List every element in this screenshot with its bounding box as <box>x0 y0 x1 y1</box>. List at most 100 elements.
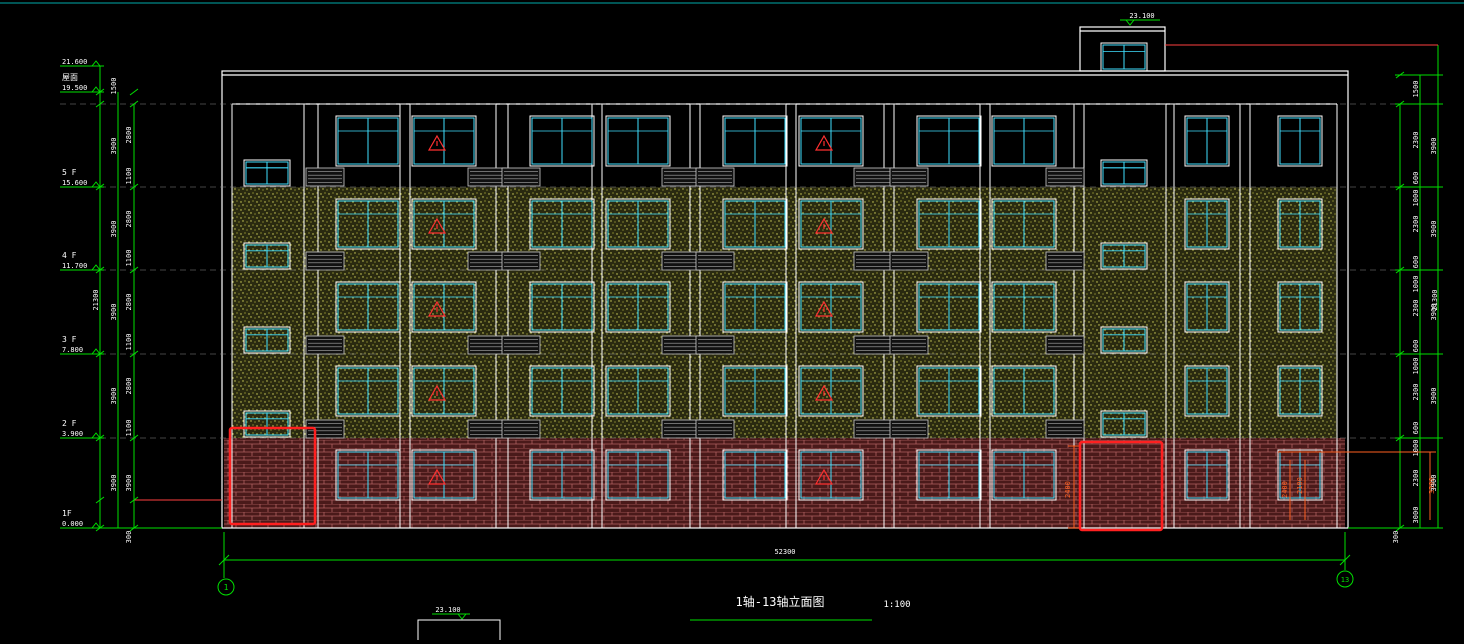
window-frame <box>605 198 671 250</box>
window-frame <box>411 449 477 501</box>
window <box>798 365 864 417</box>
left-tick-mark <box>129 266 139 274</box>
window <box>243 159 291 187</box>
ac-box <box>305 167 345 187</box>
window <box>991 198 1057 250</box>
window <box>991 449 1057 501</box>
window <box>411 449 477 501</box>
window <box>1277 198 1323 250</box>
ac-unit <box>467 335 507 355</box>
ac-unit <box>695 419 735 439</box>
ac-box <box>853 167 893 187</box>
ac-box <box>661 167 701 187</box>
right-inner-dim: 1000 <box>1412 190 1420 207</box>
roof-top-level: 23.100 <box>1129 12 1154 20</box>
ac-units <box>305 167 1085 439</box>
ac-box <box>889 251 929 271</box>
right-inner-dim: 2300 <box>1412 384 1420 401</box>
level-lines <box>60 103 1440 439</box>
window-frame <box>243 242 291 270</box>
warning-triangle <box>814 384 834 401</box>
level-elevation: 21.600 <box>62 58 87 66</box>
ac-box <box>305 335 345 355</box>
right-tick-mark <box>1395 524 1405 532</box>
level-elevation: 0.000 <box>62 520 83 528</box>
window-frame <box>916 365 982 417</box>
right-inner-dim: 600 <box>1412 172 1420 185</box>
ac-box <box>467 167 507 187</box>
ac-unit <box>889 167 929 187</box>
window <box>916 281 982 333</box>
window-frame <box>1277 449 1323 501</box>
warning-triangle <box>814 217 834 234</box>
ac-unit <box>501 251 541 271</box>
axis-bubble-right[interactable] <box>1336 570 1354 588</box>
window-frame <box>1100 242 1148 270</box>
level-arrow <box>91 522 101 529</box>
window-frame <box>1184 115 1230 167</box>
window-frame <box>529 198 595 250</box>
window-frame <box>916 449 982 501</box>
window-frame <box>916 115 982 167</box>
window <box>1184 281 1230 333</box>
window-frame <box>605 281 671 333</box>
warning-icon <box>427 134 447 151</box>
window-frame <box>916 198 982 250</box>
left-outer-dim: 3900 <box>110 475 118 492</box>
window-frame <box>991 449 1057 501</box>
ac-unit <box>695 335 735 355</box>
warning-icon <box>814 300 834 317</box>
highlight-box-right[interactable] <box>1078 440 1164 532</box>
window-frame <box>1100 326 1148 354</box>
warning-icon <box>814 217 834 234</box>
window <box>529 281 595 333</box>
warning-triangle <box>814 300 834 317</box>
ac-box <box>695 335 735 355</box>
window <box>411 281 477 333</box>
warning-triangle <box>814 468 834 485</box>
window-frame <box>243 159 291 187</box>
left-tick-mark <box>95 100 105 108</box>
ac-unit <box>1045 419 1085 439</box>
left-tick-mark <box>129 434 139 442</box>
window-frame <box>243 410 291 438</box>
axis-bubble-left[interactable] <box>217 578 235 596</box>
window-frame <box>722 281 788 333</box>
window <box>243 326 291 354</box>
right-inner-dim: 600 <box>1412 422 1420 435</box>
left-outer-dim: 1500 <box>110 78 118 95</box>
level-tag: 21.600 <box>60 58 104 67</box>
ac-unit <box>305 335 345 355</box>
window-frame <box>529 449 595 501</box>
highlight-box-left[interactable] <box>228 426 317 526</box>
ac-box <box>501 251 541 271</box>
ac-unit <box>467 167 507 187</box>
level-tag: 0.000 1F <box>60 509 104 529</box>
window-frame <box>991 365 1057 417</box>
ac-unit <box>695 251 735 271</box>
ac-box <box>889 335 929 355</box>
level-name: 1F <box>62 509 72 518</box>
window-frame <box>722 449 788 501</box>
right-inner-dim: 2300 <box>1412 216 1420 233</box>
annotation-a2: 2100 <box>1296 477 1304 494</box>
window <box>243 410 291 438</box>
window <box>916 115 982 167</box>
ac-box <box>467 251 507 271</box>
warning-icon <box>814 134 834 151</box>
level-elevation: 15.600 <box>62 179 87 187</box>
ac-unit <box>661 251 701 271</box>
window <box>335 449 401 501</box>
window-frame <box>1184 365 1230 417</box>
ac-box <box>501 167 541 187</box>
ac-box <box>695 167 735 187</box>
ac-box <box>853 419 893 439</box>
roof-level-marker <box>1120 19 1160 26</box>
ac-unit <box>661 335 701 355</box>
level-name: 4 F <box>62 251 77 260</box>
window-frame <box>243 326 291 354</box>
